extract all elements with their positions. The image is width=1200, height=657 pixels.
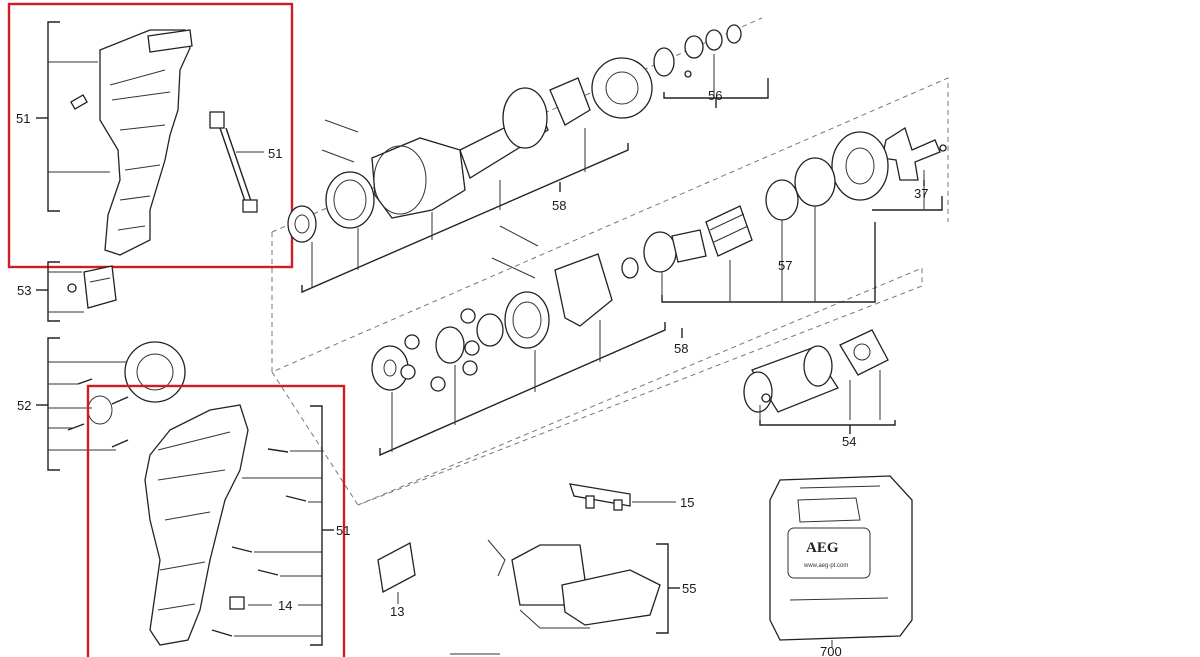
carry-case [769,475,913,641]
label-sticker [377,541,416,594]
anvil [881,127,941,181]
case-url-text: www.aeg-pt.com [803,563,848,569]
upper-housing-highlight [7,2,294,269]
label-anvil: 37 [914,186,928,201]
front-cap [124,341,186,403]
belt-clip-group: 53 [17,261,117,322]
gearbox-upper-group: 58 [287,57,653,294]
label-housing-bottom-bracket: 51 [336,523,350,538]
control-board [561,569,661,626]
label-electronics: 55 [682,581,696,596]
connector-strip [209,111,225,129]
switch-bracket-group: 15 [569,483,694,511]
spring [705,205,753,257]
label-motor: 54 [842,434,856,449]
assembly-guide-lines [271,17,949,506]
anvil-group: 37 [872,127,947,211]
label-switch-bracket: 15 [680,495,694,510]
hammer [831,131,889,201]
label-nameplate: 14 [278,598,292,613]
label-belt-clip: 53 [17,283,31,298]
ring-gear [504,291,550,349]
label-carry-case: 700 [820,644,842,657]
gear-housing [371,137,466,219]
upper-housing-group: 51 51 [7,2,294,269]
carry-case-group: AEG www.aeg-pt.com 700 [769,475,913,657]
lower-housing-highlight [86,384,346,657]
motor-endcap [839,329,889,376]
gearbox-lower-group: 58 [371,225,688,457]
label-gearbox-lower: 58 [674,341,688,356]
label-housing-top-connector: 51 [268,146,282,161]
label-bushings: 56 [708,88,722,103]
label-sticker-group: 13 [377,541,416,619]
label-impact-mechanism: 57 [778,258,792,273]
label-gearbox-upper: 58 [552,198,566,213]
label-front-cap: 52 [17,398,31,413]
electronics-group: 55 [487,539,696,634]
nameplate [229,596,245,610]
bushings-group: 56 [653,24,769,108]
lower-housing-shell [144,404,249,646]
motor-group: 54 [743,329,896,449]
impact-mechanism-group: 57 [643,131,889,303]
planet-carrier [435,326,465,364]
bearing [287,205,317,243]
upper-housing-shell [99,29,191,256]
gear-case [554,253,613,327]
label-housing-top-bracket: 51 [16,111,30,126]
lower-housing-group: 51 14 [86,384,350,657]
case-brand-logo: AEG [806,540,839,556]
label-sticker-number: 13 [390,604,404,619]
belt-clip [83,265,117,309]
